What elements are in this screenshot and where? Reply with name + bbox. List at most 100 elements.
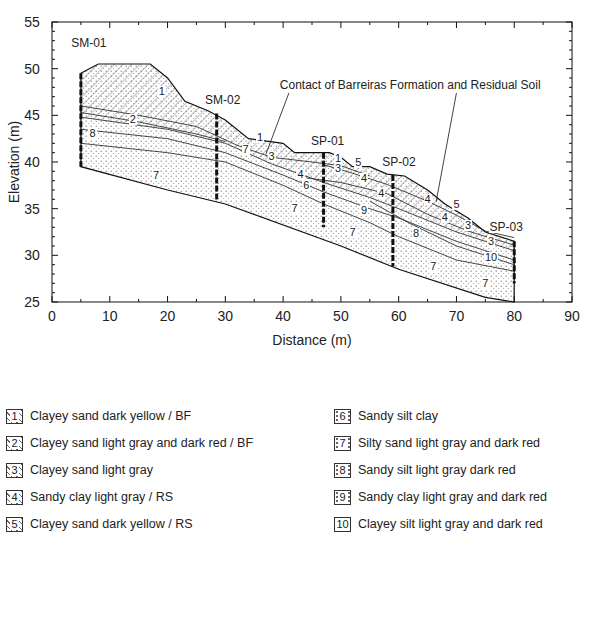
axis-tick-label: 70 xyxy=(449,309,465,323)
layer-number: 10 xyxy=(484,252,498,263)
leader-line xyxy=(436,93,456,201)
axis-tick-label: 45 xyxy=(24,108,40,122)
layer-number: 7 xyxy=(481,278,489,289)
borehole-name: SP-02 xyxy=(381,156,416,168)
tick-mark xyxy=(566,115,572,116)
axis-tick-label: 40 xyxy=(275,309,291,323)
tick-mark xyxy=(52,40,55,41)
layer-boundary xyxy=(306,178,514,245)
legend-number: 6 xyxy=(338,410,346,422)
borehole-name: SM-01 xyxy=(70,37,107,49)
tick-mark xyxy=(254,299,255,302)
tick-mark xyxy=(52,22,53,28)
legend-number: 10 xyxy=(335,518,349,530)
tick-mark xyxy=(566,208,572,209)
tick-mark xyxy=(514,22,515,28)
legend-number-box: 2 xyxy=(7,437,22,450)
layer-number: 4 xyxy=(360,173,368,184)
tick-mark xyxy=(569,31,572,32)
axis-tick-label: 40 xyxy=(24,155,40,169)
axis-title: Elevation (m) xyxy=(7,121,21,203)
tick-mark xyxy=(138,299,139,302)
tick-mark xyxy=(569,59,572,60)
axis-tick-label: 30 xyxy=(218,309,234,323)
legend-number: 1 xyxy=(10,410,18,422)
axis-tick-label: 10 xyxy=(102,309,118,323)
axis-tick-label: 60 xyxy=(391,309,407,323)
tick-mark xyxy=(52,283,55,284)
tick-mark xyxy=(52,96,55,97)
tick-mark xyxy=(52,208,58,209)
tick-mark xyxy=(312,299,313,302)
legend-text: Clayey sand light gray and dark red / BF xyxy=(30,437,253,450)
tick-mark xyxy=(485,22,486,25)
legend-number: 2 xyxy=(10,437,18,449)
tick-mark xyxy=(569,264,572,265)
tick-mark xyxy=(52,236,55,237)
axis-tick-label: 20 xyxy=(160,309,176,323)
legend-number: 3 xyxy=(10,464,18,476)
axis-tick-label: 50 xyxy=(24,62,40,76)
layer-boundary xyxy=(324,165,515,238)
legend-number: 5 xyxy=(10,518,18,530)
legend-number-box: 4 xyxy=(7,491,22,504)
tick-mark xyxy=(52,180,55,181)
legend-text: Clayey sand dark yellow / BF xyxy=(30,410,191,423)
tick-mark xyxy=(225,296,226,302)
tick-mark xyxy=(225,22,226,28)
tick-mark xyxy=(569,49,572,50)
axis-title: Distance (m) xyxy=(272,333,351,347)
tick-mark xyxy=(569,283,572,284)
tick-mark xyxy=(427,22,428,25)
axis-tick-label: 50 xyxy=(333,309,349,323)
tick-mark xyxy=(52,77,55,78)
tick-mark xyxy=(52,264,55,265)
plot-frame xyxy=(52,22,572,302)
layer-number: 4 xyxy=(424,194,432,205)
legend-swatch: 2 xyxy=(6,436,23,451)
tick-mark xyxy=(52,296,53,302)
tick-mark xyxy=(398,22,399,28)
layer-number: 3 xyxy=(464,220,472,231)
layer-number: 6 xyxy=(302,180,310,191)
borehole-name: SM-02 xyxy=(204,94,241,106)
legend-number-box: 9 xyxy=(335,491,350,504)
layer-number: 5 xyxy=(452,199,460,210)
legend-swatch: 3 xyxy=(6,463,23,478)
layer-number: 7 xyxy=(429,261,437,272)
tick-mark xyxy=(572,22,573,28)
tick-mark xyxy=(109,296,110,302)
legend-number: 8 xyxy=(338,464,346,476)
sand-fill xyxy=(81,64,514,302)
layer-number: 3 xyxy=(268,151,276,162)
tick-mark xyxy=(566,301,572,302)
legend-text: Clayey sand dark yellow / RS xyxy=(30,518,193,531)
tick-mark xyxy=(569,124,572,125)
tick-mark xyxy=(569,133,572,134)
tick-mark xyxy=(566,161,572,162)
tick-mark xyxy=(569,245,572,246)
tick-mark xyxy=(52,68,58,69)
layer-number: 7 xyxy=(348,227,356,238)
axis-tick-label: 55 xyxy=(24,15,40,29)
tick-mark xyxy=(52,133,55,134)
layer-number: 9 xyxy=(360,205,368,216)
layer-number: 3 xyxy=(334,163,342,174)
layer-number: 8 xyxy=(412,228,420,239)
legend-swatch: 6 xyxy=(334,409,351,424)
axis-tick-label: 80 xyxy=(506,309,522,323)
tick-mark xyxy=(52,59,55,60)
axis-tick-label: 90 xyxy=(564,309,580,323)
tick-mark xyxy=(52,301,58,302)
layer-boundary xyxy=(81,129,514,260)
tick-mark xyxy=(52,171,55,172)
tick-mark xyxy=(569,189,572,190)
tick-mark xyxy=(52,87,55,88)
layer-number: 4 xyxy=(377,188,385,199)
legend-number-box: 3 xyxy=(7,464,22,477)
tick-mark xyxy=(80,22,81,25)
tick-mark xyxy=(52,143,55,144)
tick-mark xyxy=(138,22,139,25)
tick-mark xyxy=(398,296,399,302)
tick-mark xyxy=(167,22,168,28)
